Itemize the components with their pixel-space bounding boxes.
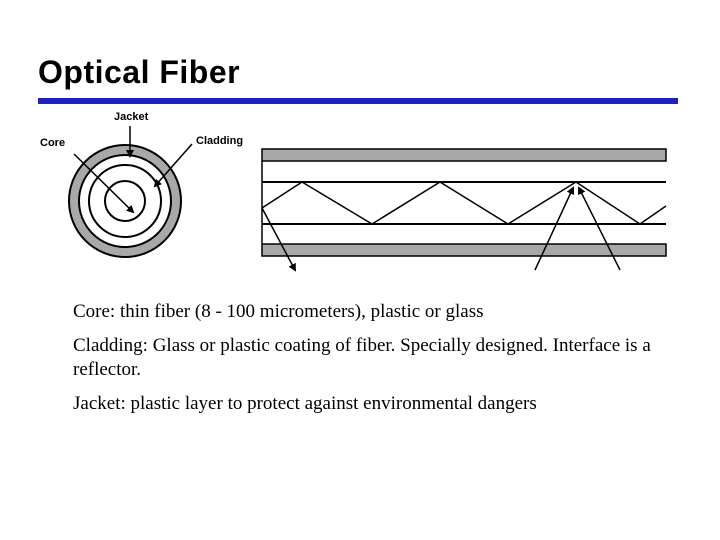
bullet-cladding: Cladding: Glass or plastic coating of fi… [73, 335, 651, 380]
arrow-core [73, 153, 135, 214]
slide-title: Optical Fiber [38, 54, 241, 90]
light-path-zigzag [261, 181, 667, 225]
label-jacket: Jacket [114, 111, 149, 123]
top-jacket-band [261, 148, 667, 162]
ray-incident-left [534, 186, 575, 271]
longitudinal-section [261, 148, 667, 272]
label-cladding: Cladding [196, 135, 243, 147]
ray-exit-arrow [261, 207, 296, 272]
title-underline [38, 98, 678, 104]
label-core: Core [40, 137, 65, 149]
bullet-jacket: Jacket: plastic layer to protect against… [73, 393, 537, 414]
core-disk [104, 180, 146, 222]
content-list: Core: thin fiber (8 - 100 micrometers), … [73, 300, 693, 426]
cross-section [68, 144, 182, 258]
bullet-core: Core: thin fiber (8 - 100 micrometers), … [73, 301, 484, 322]
arrow-cladding [153, 143, 193, 188]
fiber-diagram: Jacket Core Cladding [40, 111, 667, 272]
ray-incident-right [578, 186, 621, 271]
bottom-jacket-band [261, 243, 667, 257]
